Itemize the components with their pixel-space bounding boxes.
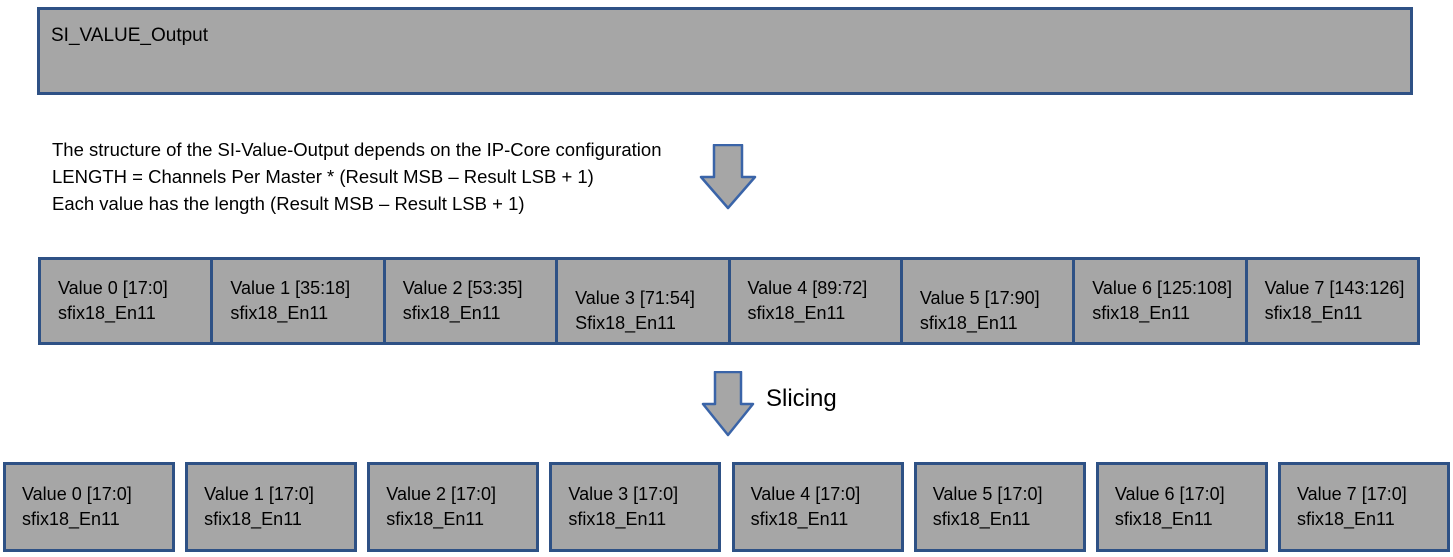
packed-cell-label: Value 7 [143:126] [1264,278,1405,298]
description-line-3: Each value has the length (Result MSB – … [52,193,525,214]
sliced-box-type: sfix18_En11 [568,509,667,529]
packed-cell-3: Value 3 [71:54] Sfix18_En11 [555,257,731,345]
packed-cell-6: Value 6 [125:108] sfix18_En11 [1072,257,1248,345]
packed-cell-2: Value 2 [53:35] sfix18_En11 [382,257,559,345]
packed-cell-type: sfix18_En11 [58,303,156,323]
packed-cell-type: sfix18_En11 [919,313,1018,333]
sliced-box-label: Value 0 [17:0] [22,484,132,504]
sliced-box-label: Value 2 [17:0] [386,484,497,504]
packed-cell-type: sfix18_En11 [230,303,329,323]
down-arrow-icon [701,370,755,442]
description-text: The structure of the SI-Value-Output dep… [52,136,661,217]
sliced-box-label: Value 7 [17:0] [1296,484,1407,504]
sliced-box-label: Value 3 [17:0] [568,484,679,504]
sliced-box-3: Value 3 [17:0] sfix18_En11 [549,462,722,552]
packed-cell-7: Value 7 [143:126] sfix18_En11 [1244,257,1420,345]
packed-cell-type: sfix18_En11 [402,303,501,323]
packed-cell-type: sfix18_En11 [747,303,846,323]
sliced-box-label: Value 6 [17:0] [1114,484,1225,504]
sliced-box-label: Value 4 [17:0] [750,484,861,504]
sliced-box-type: sfix18_En11 [386,509,485,529]
packed-cell-5: Value 5 [17:90] sfix18_En11 [899,257,1076,345]
sliced-box-7: Value 7 [17:0] sfix18_En11 [1277,462,1450,552]
packed-cell-4: Value 4 [89:72] sfix18_En11 [727,257,903,345]
packed-cell-label: Value 4 [89:72] [747,278,868,298]
sliced-box-type: sfix18_En11 [204,509,302,529]
sliced-box-5: Value 5 [17:0] sfix18_En11 [913,462,1086,552]
packed-cell-type: sfix18_En11 [1264,303,1363,323]
sliced-box-0: Value 0 [17:0] sfix18_En11 [3,462,175,552]
packed-cell-type: Sfix18_En11 [575,313,676,333]
sliced-box-4: Value 4 [17:0] sfix18_En11 [731,462,904,552]
packed-cell-0: Value 0 [17:0] sfix18_En11 [38,257,214,345]
packed-cell-type: sfix18_En11 [1092,303,1190,323]
down-arrow-icon [699,143,757,215]
sliced-box-1: Value 1 [17:0] sfix18_En11 [185,462,358,552]
sliced-box-6: Value 6 [17:0] sfix18_En11 [1095,462,1268,552]
packed-value-row: Value 0 [17:0] sfix18_En11 Value 1 [35:1… [38,257,1420,345]
packed-cell-label: Value 3 [71:54] [575,288,695,308]
si-value-output-label: SI_VALUE_Output [51,25,209,46]
description-line-2: LENGTH = Channels Per Master * (Result M… [52,166,594,187]
sliced-box-type: sfix18_En11 [1114,509,1213,529]
description-line-1: The structure of the SI-Value-Output dep… [52,139,662,160]
sliced-value-row: Value 0 [17:0] sfix18_En11 Value 1 [17:0… [3,462,1450,552]
sliced-box-type: sfix18_En11 [932,509,1031,529]
packed-cell-1: Value 1 [35:18] sfix18_En11 [210,257,386,345]
sliced-box-type: sfix18_En11 [750,509,849,529]
packed-cell-label: Value 2 [53:35] [402,278,523,298]
packed-cell-label: Value 1 [35:18] [230,278,351,298]
sliced-box-type: sfix18_En11 [1296,509,1395,529]
packed-cell-label: Value 5 [17:90] [919,288,1040,308]
packed-cell-label: Value 0 [17:0] [58,278,168,298]
sliced-box-2: Value 2 [17:0] sfix18_En11 [367,462,540,552]
si-value-output-box: SI_VALUE_Output [37,7,1413,95]
sliced-box-label: Value 5 [17:0] [932,484,1043,504]
sliced-box-type: sfix18_En11 [22,509,120,529]
sliced-box-label: Value 1 [17:0] [204,484,314,504]
packed-cell-label: Value 6 [125:108] [1092,278,1233,298]
slicing-label: Slicing [766,385,837,412]
